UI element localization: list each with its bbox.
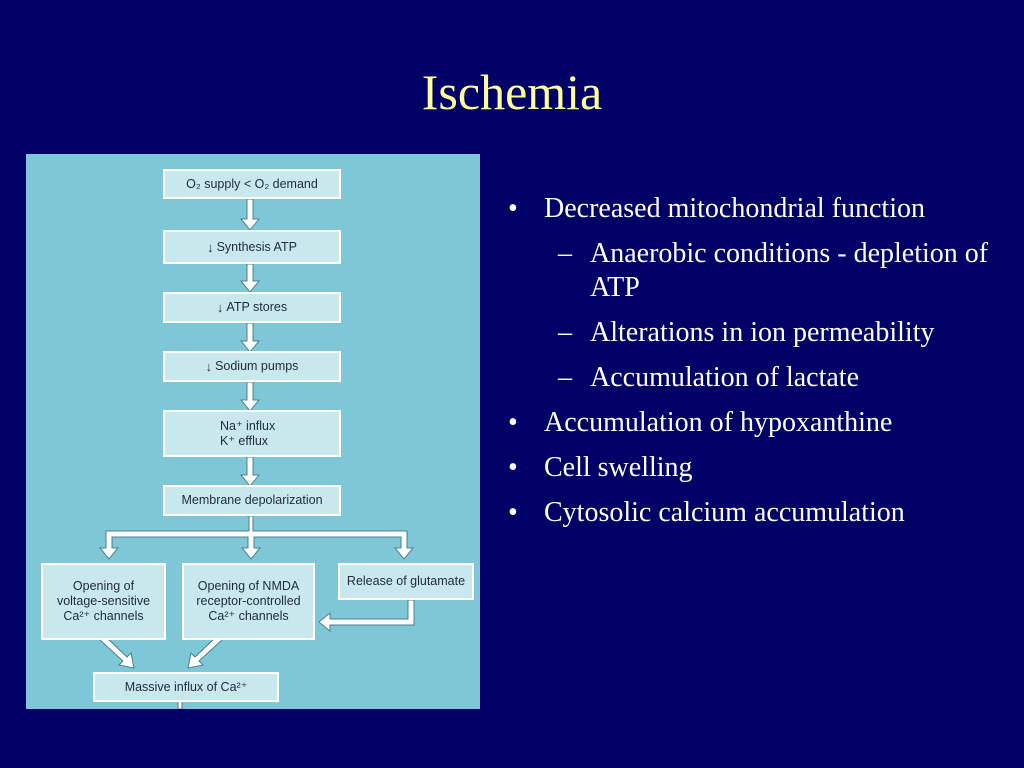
box-nmda-channels: Opening of NMDA receptor-controlled Ca²⁺… <box>182 563 315 640</box>
box-atp-stores: ↓ ATP stores <box>163 292 341 323</box>
box-vgcc-label: Opening of voltage-sensitive Ca²⁺ channe… <box>56 579 151 623</box>
box-glutamate-label: Release of glutamate <box>346 574 466 588</box>
bullet-marker: • <box>508 452 518 483</box>
box-synthesis-atp: ↓ Synthesis ATP <box>163 230 341 264</box>
box-depol-label: Membrane depolarization <box>181 493 323 507</box>
sub-bullet-item: – Accumulation of lactate <box>508 361 1018 395</box>
sub-bullet-marker: – <box>558 362 572 393</box>
bullet-item: • Decreased mitochondrial function <box>508 192 1018 226</box>
arrow-influx-to-depol <box>239 456 261 487</box>
bullet-item: • Cytosolic calcium accumulation <box>508 496 1018 530</box>
box-o2-label: O₂ supply < O₂ demand <box>186 176 318 191</box>
decrease-arrow-icon: ↓ <box>207 239 214 255</box>
box-sodium-pumps: ↓ Sodium pumps <box>163 351 341 382</box>
sub-bullet-marker: – <box>558 317 572 348</box>
arrow-o2-to-synthesis <box>239 198 261 231</box>
decrease-arrow-icon: ↓ <box>216 300 224 315</box>
decrease-arrow-icon: ↓ <box>205 359 213 374</box>
arrow-pumps-to-influx <box>239 381 261 412</box>
bullet-text: Decreased mitochondrial function <box>544 193 925 224</box>
flowchart-arrows <box>98 198 415 709</box>
sub-bullet-text: Alterations in ion permeability <box>590 317 935 348</box>
slide-title: Ischemia <box>421 64 603 120</box>
box-nmda-label: Opening of NMDA receptor-controlled Ca²⁺… <box>196 579 301 623</box>
arrow-vgcc-to-massive <box>99 636 135 669</box>
box-o2-supply-demand: O₂ supply < O₂ demand <box>163 169 341 199</box>
box-massive-label: Massive influx of Ca²⁺ <box>124 679 248 694</box>
sub-bullet-item: – Anaerobic conditions - depletion of AT… <box>508 237 1018 305</box>
ischemia-flowchart: O₂ supply < O₂ demand ↓ Synthesis ATP ↓ … <box>26 154 480 709</box>
sub-bullet-item: – Alterations in ion permeability <box>508 316 1018 350</box>
bullet-marker: • <box>508 497 518 528</box>
box-membrane-depolarization: Membrane depolarization <box>163 485 341 516</box>
bullet-text: Accumulation of hypoxanthine <box>544 407 893 438</box>
bullet-text: Cytosolic calcium accumulation <box>544 497 905 528</box>
box-pumps-label: Sodium pumps <box>215 359 299 373</box>
bullet-marker: • <box>508 193 518 224</box>
arrow-depol-split <box>98 515 415 560</box>
box-stores-label: ATP stores <box>226 300 288 314</box>
arrow-massive-out <box>177 700 183 709</box>
box-massive-influx: Massive influx of Ca²⁺ <box>93 672 279 702</box>
sub-bullet-text: Accumulation of lactate <box>590 362 859 393</box>
arrow-stores-to-pumps <box>239 322 261 353</box>
box-influx-label: Na⁺ influx K⁺ efflux <box>220 418 276 448</box>
box-synthesis-label: Synthesis ATP <box>216 239 297 254</box>
box-voltage-sensitive-channels: Opening of voltage-sensitive Ca²⁺ channe… <box>41 563 166 640</box>
arrow-nmda-to-massive <box>187 636 223 669</box>
box-release-glutamate: Release of glutamate <box>338 563 474 600</box>
arrow-glutamate-to-nmda <box>318 599 415 633</box>
bullet-text: Cell swelling <box>544 452 693 483</box>
bullet-marker: • <box>508 407 518 438</box>
sub-bullet-marker: – <box>558 238 572 269</box>
box-na-influx: Na⁺ influx K⁺ efflux <box>163 410 341 457</box>
arrow-synthesis-to-stores <box>239 263 261 293</box>
bullet-item: • Accumulation of hypoxanthine <box>508 406 1018 440</box>
bullet-list: • Decreased mitochondrial function – Ana… <box>508 192 1018 541</box>
bullet-item: • Cell swelling <box>508 451 1018 485</box>
sub-bullet-text: Anaerobic conditions - depletion of ATP <box>590 238 989 303</box>
